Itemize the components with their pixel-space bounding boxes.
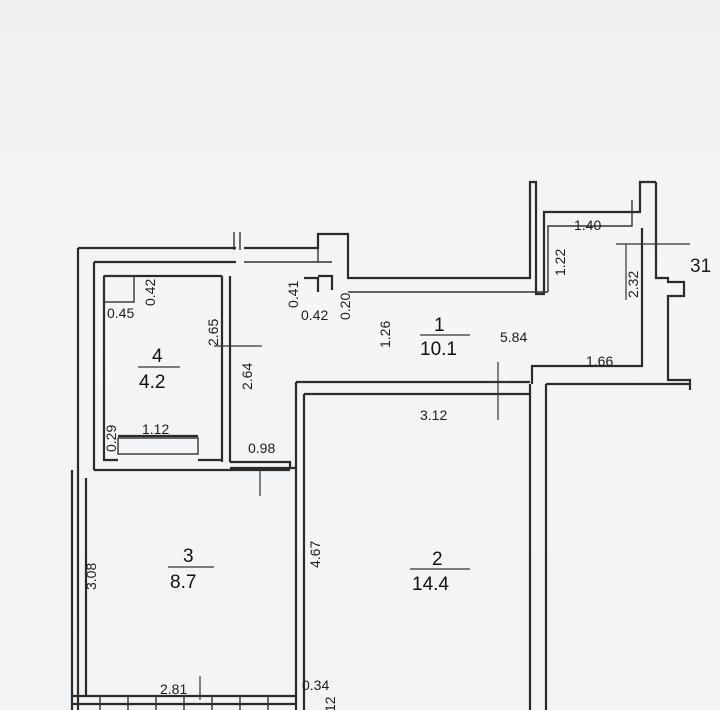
floor-tick-marks <box>99 696 269 710</box>
wall-opening-mark <box>233 232 241 250</box>
dim-2-81: 2.81 <box>160 681 187 697</box>
dim-0-98: 0.98 <box>248 440 275 456</box>
dim-2-64: 2.64 <box>239 363 255 390</box>
dim-1-26: 1.26 <box>377 321 393 348</box>
dim-2-32: 2.32 <box>625 271 641 298</box>
hall-walls <box>230 274 334 470</box>
room-3-number: 3 <box>183 546 194 567</box>
room-4-area: 4.2 <box>139 372 165 393</box>
dim-0-42-h: 0.42 <box>301 307 328 323</box>
bathtub-fixture <box>117 437 199 455</box>
dim-1-66: 1.66 <box>586 353 613 369</box>
dim-4-67: 4.67 <box>307 541 323 568</box>
room-2-area: 14.4 <box>412 574 449 595</box>
corridor-walls <box>294 380 690 710</box>
balcony-wall-right <box>530 182 692 390</box>
dim-31: 31 <box>690 256 711 277</box>
room-4-niche <box>103 275 135 303</box>
dim-0-41: 0.41 <box>285 281 301 308</box>
dim-0-29: 0.29 <box>103 425 119 452</box>
room-2-number: 2 <box>432 549 443 570</box>
dimension-lines <box>199 243 690 700</box>
outer-wall-left <box>70 248 96 710</box>
room-4-number: 4 <box>152 346 163 367</box>
dim-0-45: 0.45 <box>107 305 134 321</box>
dim-1-40: 1.40 <box>574 217 601 233</box>
dim-1-12: 1.12 <box>142 421 169 437</box>
outer-wall-top <box>78 180 656 296</box>
room-3-walls <box>72 468 296 706</box>
dim-12: 12 <box>322 696 338 710</box>
dim-1-22: 1.22 <box>552 249 568 276</box>
dim-0-42-v: 0.42 <box>142 279 158 306</box>
room-1-area: 10.1 <box>420 339 457 360</box>
dim-0-20: 0.20 <box>337 293 353 320</box>
inner-wall-top <box>244 200 633 293</box>
dim-5-84: 5.84 <box>500 329 527 345</box>
dim-3-12: 3.12 <box>420 407 447 423</box>
room-3-area: 8.7 <box>170 572 196 593</box>
dim-3-08: 3.08 <box>83 563 99 590</box>
dim-0-34: 0.34 <box>302 677 329 693</box>
room-4-walls <box>102 274 232 462</box>
room-1-number: 1 <box>434 315 445 336</box>
dim-2-65: 2.65 <box>205 319 221 346</box>
